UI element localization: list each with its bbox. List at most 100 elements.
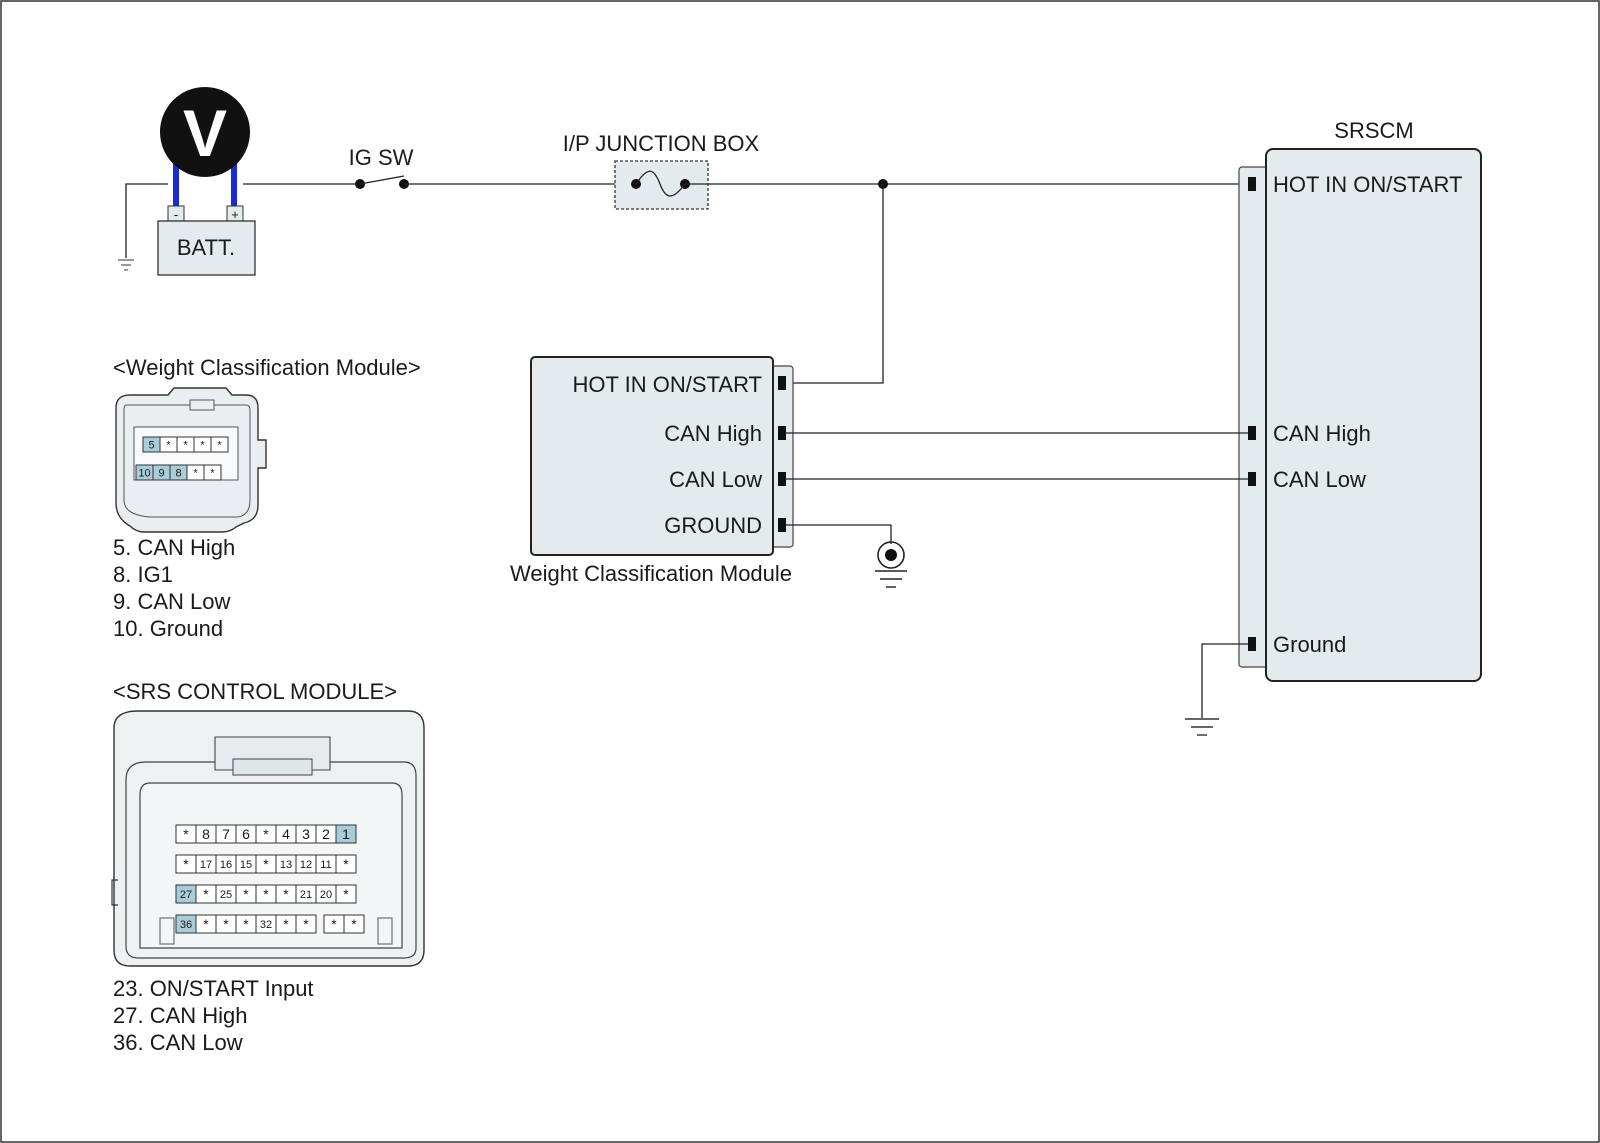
srscm-pin-ground: Ground: [1248, 632, 1346, 657]
connector-pin-cell: *: [255, 884, 277, 904]
ground-icon: [1185, 718, 1219, 736]
connector-pin-label: 13: [280, 859, 292, 871]
connector-pin-cell: *: [195, 884, 217, 904]
connector-pin-label: 6: [242, 826, 250, 842]
svg-text:Ground: Ground: [1273, 632, 1346, 657]
connector-pin-label: *: [217, 440, 222, 452]
connector-pin-cell: *: [210, 436, 229, 453]
connector-pin-cell: 3: [295, 824, 317, 844]
connector-pin-label: *: [243, 886, 249, 902]
wcm-caption: Weight Classification Module: [510, 561, 792, 586]
connector-pin-label: 2: [322, 826, 330, 842]
connector-pin-label: 15: [240, 859, 252, 871]
connector-pin-cell: 12: [295, 854, 317, 874]
connector-pin-cell: 21: [295, 884, 317, 904]
connector-pin-cell: *: [255, 854, 277, 874]
connector-pin-label: *: [193, 468, 198, 480]
connector-pin-label: *: [343, 856, 349, 872]
connector-pin-cell: *: [159, 436, 178, 453]
connector-pin-cell: 27: [175, 884, 197, 904]
svg-text:HOT IN ON/START: HOT IN ON/START: [1273, 172, 1462, 197]
wcm-connector-legend: 5. CAN High 8. IG1 9. CAN Low 10. Ground: [113, 535, 235, 641]
battery-positive: +: [231, 207, 239, 222]
connector-pin-cell: 9: [152, 464, 171, 481]
connector-pin-cell: *: [275, 914, 297, 934]
wcm-pin-ground: GROUND: [664, 513, 786, 538]
srs-legend-item: 23. ON/START Input: [113, 976, 314, 1001]
connector-pin-cell: *: [235, 884, 257, 904]
svg-text:GROUND: GROUND: [664, 513, 762, 538]
connector-pin-label: *: [183, 440, 188, 452]
connector-pin-label: *: [331, 916, 337, 932]
connector-pin-cell: 1: [335, 824, 357, 844]
connector-pin-label: *: [283, 886, 289, 902]
connector-pin-cell: 8: [169, 464, 188, 481]
voltmeter-icon: [160, 87, 250, 177]
battery-label: BATT.: [177, 235, 235, 260]
svg-text:CAN Low: CAN Low: [1273, 467, 1366, 492]
ground-icon: [118, 259, 134, 271]
connector-pin-cell: 17: [195, 854, 217, 874]
connector-pin-label: 36: [180, 919, 192, 931]
connector-pin-cell: 2: [315, 824, 337, 844]
junction-box-label: I/P JUNCTION BOX: [563, 131, 760, 156]
srscm-module: SRSCM HOT IN ON/START CAN High CAN Low G…: [1238, 118, 1482, 682]
connector-pin-label: *: [166, 440, 171, 452]
wcm-legend-item: 8. IG1: [113, 562, 173, 587]
wcm-pin-can-high: CAN High: [664, 421, 786, 446]
connector-pin-cell: 5: [142, 436, 161, 453]
connector-pin-label: 25: [220, 889, 232, 901]
svg-text:CAN High: CAN High: [664, 421, 762, 446]
connector-pin-cell: 16: [215, 854, 237, 874]
connector-pin-label: *: [183, 826, 189, 842]
connector-pin-label: *: [351, 916, 357, 932]
connector-pin-label: 32: [260, 919, 272, 931]
svg-text:CAN Low: CAN Low: [669, 467, 762, 492]
connector-pin-cell: 32: [255, 914, 277, 934]
srs-connector-legend: 23. ON/START Input 27. CAN High 36. CAN …: [113, 976, 314, 1055]
connector-pin-cell: 13: [275, 854, 297, 874]
connector-pin-cell: 8: [195, 824, 217, 844]
connector-pin-label: 27: [180, 889, 192, 901]
connector-pin-cell: 20: [315, 884, 337, 904]
connector-pin-label: 11: [320, 859, 331, 871]
connector-pin-cell: *: [343, 914, 365, 934]
connector-pin-cell: 11: [315, 854, 337, 874]
junction-box: I/P JUNCTION BOX: [563, 131, 760, 210]
connector-pin-label: 1: [342, 826, 350, 842]
wcm-pin-can-low: CAN Low: [669, 467, 786, 492]
connector-pin-cell: *: [335, 854, 357, 874]
srscm-pin-hot: HOT IN ON/START: [1248, 172, 1462, 197]
srs-legend-item: 27. CAN High: [113, 1003, 248, 1028]
connector-pin-label: *: [303, 916, 309, 932]
connector-pin-label: 4: [282, 826, 290, 842]
wcm-legend-item: 10. Ground: [113, 616, 223, 641]
connector-pin-cell: 25: [215, 884, 237, 904]
connector-pin-label: *: [263, 826, 269, 842]
connector-pin-label: 5: [148, 440, 154, 452]
connector-pin-label: *: [210, 468, 215, 480]
connector-pin-label: *: [200, 440, 205, 452]
svg-text:CAN High: CAN High: [1273, 421, 1371, 446]
connector-pin-cell: *: [195, 914, 217, 934]
srs-connector-title: <SRS CONTROL MODULE>: [113, 679, 397, 704]
connector-pin-label: *: [243, 916, 249, 932]
wcm-legend-item: 9. CAN Low: [113, 589, 230, 614]
connector-pin-label: *: [183, 856, 189, 872]
connector-pin-label: 21: [300, 889, 312, 901]
connector-pin-cell: *: [323, 914, 345, 934]
voltmeter-symbol: V: [183, 96, 227, 170]
connector-pin-cell: 10: [135, 464, 154, 481]
connector-pin-label: 9: [158, 468, 164, 480]
srscm-title: SRSCM: [1334, 118, 1413, 143]
connector-pin-label: 3: [302, 826, 310, 842]
connector-pin-label: *: [223, 916, 229, 932]
srscm-pin-can-low: CAN Low: [1248, 467, 1366, 492]
battery-negative: -: [174, 207, 178, 222]
connector-pin-label: *: [283, 916, 289, 932]
connector-pin-label: 16: [220, 859, 232, 871]
